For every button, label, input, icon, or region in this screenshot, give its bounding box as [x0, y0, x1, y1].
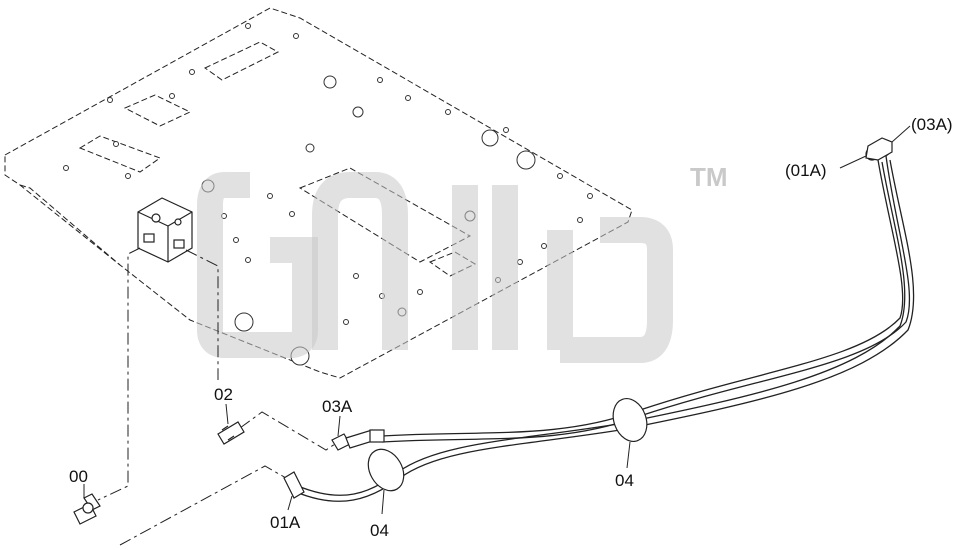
- hose-assembly: [283, 137, 915, 502]
- label-00: 00: [69, 467, 88, 486]
- valve-block: [137, 197, 193, 263]
- label-03A-top: (03A): [911, 115, 953, 134]
- fitting-01A: [283, 471, 305, 499]
- callout-labels: 00 02 03A 01A 04 04 (01A) (03A): [69, 115, 953, 540]
- label-04-left: 04: [370, 521, 389, 540]
- label-01A: 01A: [270, 513, 301, 532]
- leader-lines: [83, 125, 911, 515]
- connection-lines: [97, 247, 339, 546]
- label-04-right: 04: [615, 471, 634, 490]
- clamp-04-right: [612, 398, 648, 442]
- fitting-00: [73, 493, 101, 525]
- label-03A: 03A: [322, 397, 353, 416]
- trademark-mark: TM: [690, 162, 728, 192]
- label-01A-top: (01A): [785, 161, 827, 180]
- label-02: 02: [214, 385, 233, 404]
- clamp-04-left: [367, 448, 405, 492]
- watermark-logo: TM: [197, 162, 728, 363]
- fitting-02: [217, 421, 245, 445]
